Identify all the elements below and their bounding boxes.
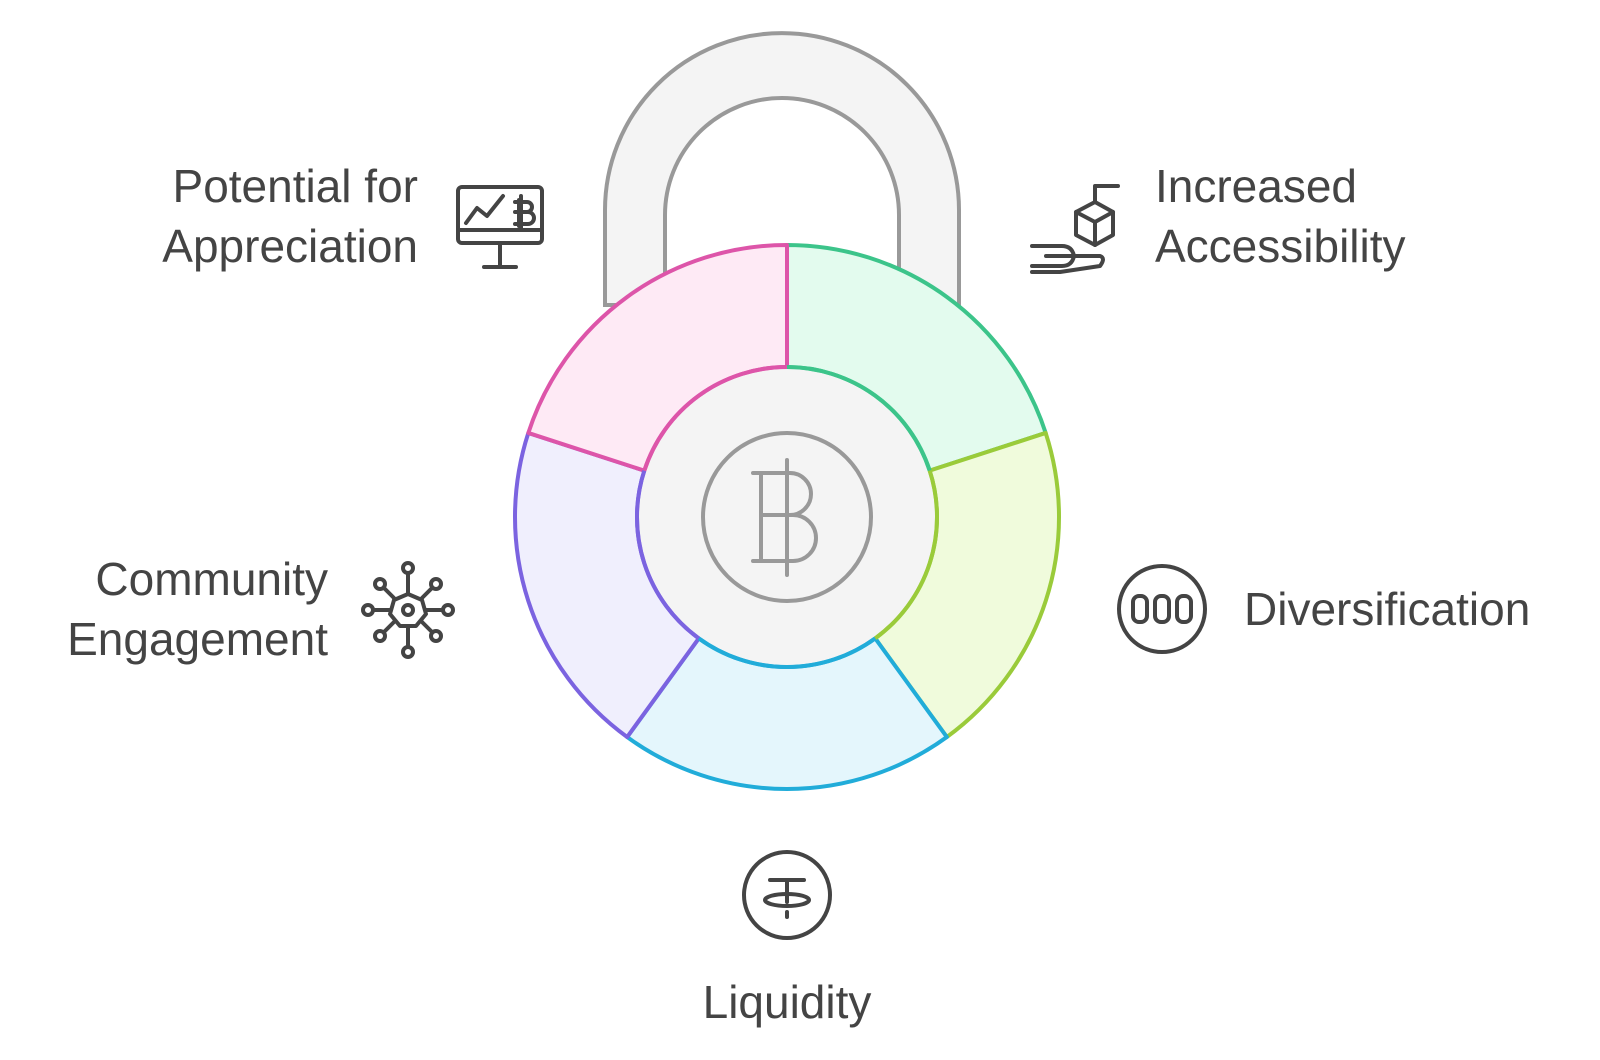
lock-ring — [513, 243, 1061, 791]
monitor-bitcoin-chart-icon — [456, 185, 544, 269]
hub-arc-diversification — [873, 470, 939, 640]
label-line: Appreciation — [162, 220, 418, 272]
lock-shackle — [603, 31, 961, 307]
label-line: Engagement — [67, 613, 328, 665]
hand-box-icon — [1030, 184, 1120, 274]
segment-label-increased-accessibility: Increased Accessibility — [1155, 160, 1406, 272]
hub-arc-increased-accessibility — [786, 365, 932, 472]
hub-arc-potential-for-appreciation — [642, 365, 788, 472]
segment-label-diversification: Diversification — [1244, 583, 1530, 635]
segment-label-liquidity: Liquidity — [703, 976, 872, 1028]
label-line: Community — [95, 553, 328, 605]
coins-circle-icon — [1117, 564, 1207, 654]
label-line: Potential for — [173, 160, 418, 212]
liquidity-circle-icon — [742, 850, 832, 940]
network-gear-icon — [361, 561, 455, 659]
label-line: Accessibility — [1155, 220, 1406, 272]
label-line: Increased — [1155, 160, 1357, 212]
hub-arc-liquidity — [697, 636, 877, 669]
bitcoin-icon — [701, 431, 873, 603]
segment-label-community-engagement: Community Engagement — [67, 553, 328, 665]
hub-ring-arcs — [635, 365, 939, 669]
segment-label-potential-for-appreciation: Potential for Appreciation — [162, 160, 418, 272]
hub-arc-community-engagement — [635, 470, 701, 640]
